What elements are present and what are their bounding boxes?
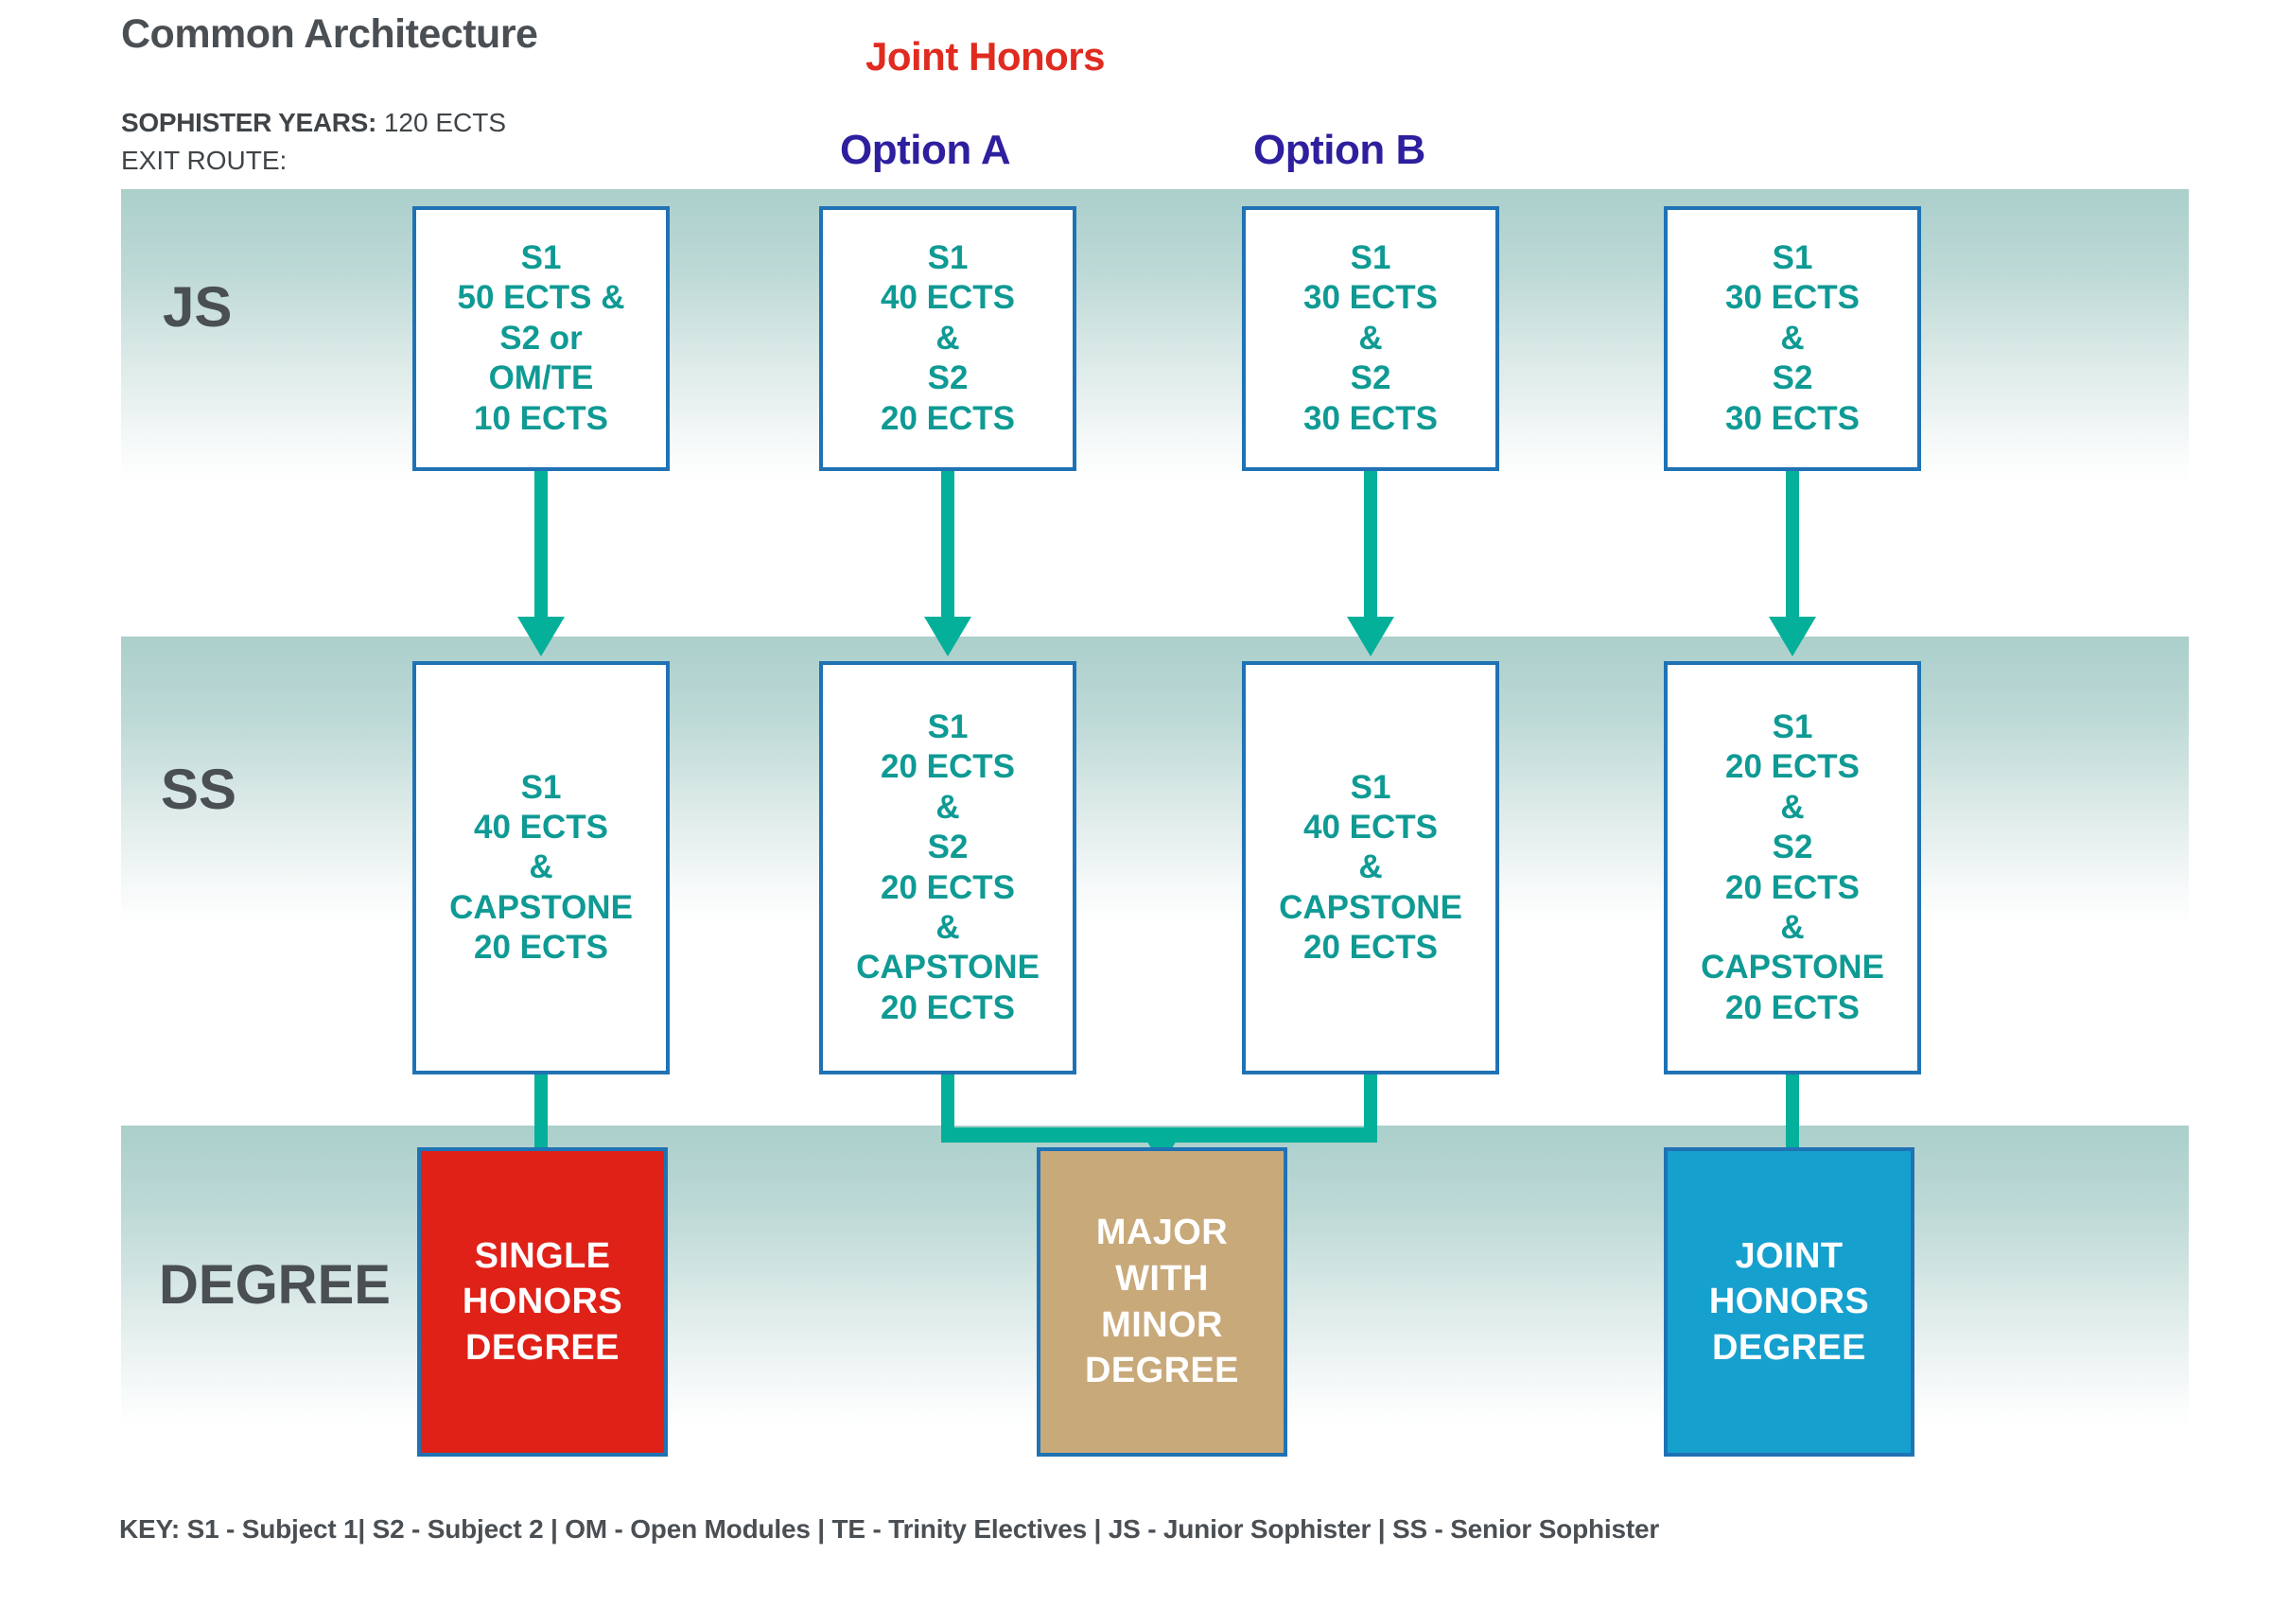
degree-line: HONORS <box>462 1282 623 1322</box>
module-line: 40 ECTS <box>1303 808 1438 846</box>
module-line: & <box>1780 319 1805 357</box>
module-line: & <box>1780 788 1805 826</box>
module-line: CAPSTONE <box>1279 888 1462 926</box>
row-label-ss: SS <box>161 758 237 821</box>
exit-route-label: EXIT ROUTE: <box>121 146 288 175</box>
module-line: 30 ECTS <box>1725 399 1860 437</box>
module-line: & <box>935 319 960 357</box>
module-line: 30 ECTS <box>1725 279 1860 317</box>
degree-single-honors[interactable]: SINGLE HONORS DEGREE <box>417 1147 668 1457</box>
module-line: 20 ECTS <box>881 748 1015 786</box>
module-line: S2 <box>1772 359 1813 397</box>
module-line: & <box>935 908 960 946</box>
module-line: 50 ECTS & <box>457 279 625 317</box>
module-line: 30 ECTS <box>1303 399 1438 437</box>
module-line: 20 ECTS <box>881 988 1015 1026</box>
module-line: S1 <box>1772 239 1813 277</box>
module-line: S2 <box>1772 829 1813 866</box>
module-line: 20 ECTS <box>1303 929 1438 967</box>
module-line: S1 <box>1350 768 1391 806</box>
degree-line: MINOR <box>1101 1304 1223 1345</box>
module-line: 40 ECTS <box>474 808 608 846</box>
module-line: S2 <box>1350 359 1391 397</box>
module-line: S1 <box>1772 708 1813 746</box>
module-line: & <box>1780 908 1805 946</box>
module-line: 30 ECTS <box>1303 279 1438 317</box>
module-line: 20 ECTS <box>881 399 1015 437</box>
module-line: S2 <box>927 829 969 866</box>
joint-honors-title: Joint Honors <box>865 34 1106 79</box>
degree-major-with-minor[interactable]: MAJOR WITH MINOR DEGREE <box>1037 1147 1287 1457</box>
degree-line: HONORS <box>1708 1282 1870 1322</box>
module-line: S1 <box>520 768 562 806</box>
module-line: & <box>1358 848 1383 886</box>
sophister-years-line: SOPHISTER YEARS: 120 ECTS <box>121 108 506 138</box>
module-line: & <box>935 788 960 826</box>
degree-line: JOINT <box>1735 1235 1844 1276</box>
module-line: 20 ECTS <box>1725 748 1860 786</box>
option-b-label: Option B <box>1253 127 1425 173</box>
page-title: Common Architecture <box>121 11 538 57</box>
module-line: CAPSTONE <box>856 949 1040 987</box>
module-line: 20 ECTS <box>1725 868 1860 906</box>
row-label-degree: DEGREE <box>159 1254 391 1316</box>
option-a-label: Option A <box>840 127 1011 173</box>
degree-line: SINGLE <box>474 1235 611 1276</box>
module-line: OM/TE <box>488 359 594 397</box>
degree-line: DEGREE <box>465 1327 620 1368</box>
module-line: & <box>529 848 553 886</box>
degree-line: DEGREE <box>1712 1327 1866 1368</box>
degree-line: WITH <box>1115 1258 1209 1299</box>
module-line: 40 ECTS <box>881 279 1015 317</box>
degree-line: MAJOR <box>1095 1213 1229 1253</box>
module-line: S1 <box>1350 239 1391 277</box>
sophister-years-value: 120 ECTS <box>383 108 507 137</box>
module-line: 10 ECTS <box>474 399 608 437</box>
degree-joint-honors[interactable]: JOINT HONORS DEGREE <box>1664 1147 1914 1457</box>
module-line: 20 ECTS <box>881 868 1015 906</box>
module-line: S1 <box>927 239 969 277</box>
module-line: CAPSTONE <box>449 888 633 926</box>
module-line: S1 <box>520 239 562 277</box>
module-line: S2 <box>927 359 969 397</box>
degree-line: DEGREE <box>1085 1351 1239 1391</box>
module-line: 20 ECTS <box>474 929 608 967</box>
module-line: CAPSTONE <box>1701 949 1884 987</box>
sophister-years-label: SOPHISTER YEARS: <box>121 108 377 137</box>
module-line: S1 <box>927 708 969 746</box>
module-line: 20 ECTS <box>1725 988 1860 1026</box>
module-line: S2 or <box>499 319 583 357</box>
module-line: & <box>1358 319 1383 357</box>
row-label-js: JS <box>163 275 233 339</box>
key-legend: KEY: S1 - Subject 1| S2 - Subject 2 | OM… <box>119 1514 1660 1544</box>
